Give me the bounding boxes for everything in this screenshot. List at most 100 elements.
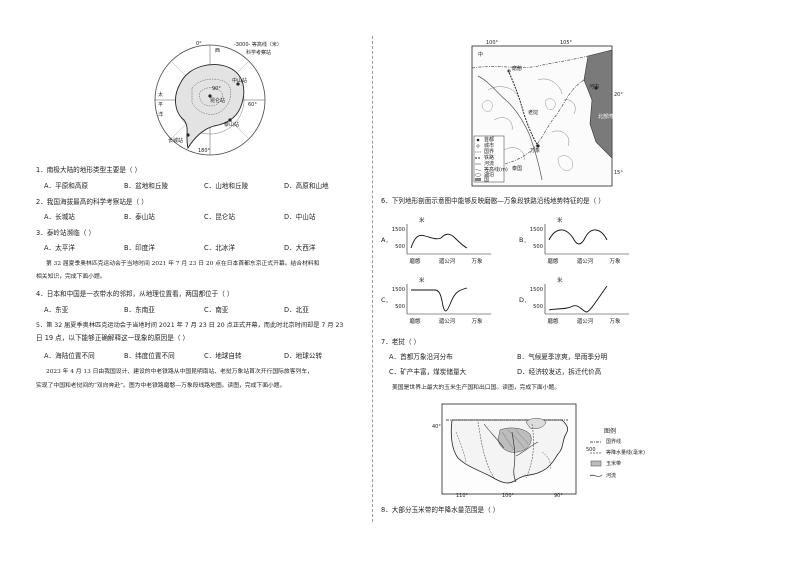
intro-corn: 美国是世界上最大的玉米生产国和出口国。读图，完成下面小题。 (392, 385, 561, 391)
laos-lat-15: 15° (614, 170, 623, 176)
laos-label-china: 中 (478, 52, 484, 58)
laos-lon-100: 100° (486, 40, 499, 46)
q4-option-d[interactable]: D．北亚 (284, 306, 309, 314)
q3-option-a[interactable]: A．太平洋 (44, 244, 75, 252)
q1-option-d[interactable]: D．高原和山地 (284, 182, 329, 190)
profile-letter: C． (381, 296, 392, 304)
intro-olympics-line-1: 第 32 届夏季奥林匹克运动会于当地时间 2021 年 7 月 23 日 20 … (46, 261, 320, 267)
laos-legend-border: 国界 (484, 149, 495, 155)
usa-legend-river: 河流 (606, 473, 617, 479)
q7-option-c[interactable]: C．矿产丰富，煤炭储量大 (389, 368, 467, 376)
q7-option-d[interactable]: D．经济较发达，拆迁代价高 (517, 368, 602, 376)
station-zhongshan-label: 中山站 (232, 78, 248, 84)
profile-xlabel-vientiane: 万象 (471, 317, 483, 325)
question-1: 1．南极大陆的地形类型主要是（ ） (36, 166, 142, 174)
q3-option-b[interactable]: B．印度洋 (124, 244, 155, 252)
profile-unit: 米 (419, 216, 425, 224)
question-1-options: A．平原和高原 B．盆地和丘陵 C．山地和丘陵 D．高原和山地 (44, 182, 364, 192)
station-kunlun-label: 昆仑站 (210, 98, 226, 104)
profile-ytick-high: 1500 (392, 287, 405, 293)
intro-railway-line-1: 2023 年 4 月 13 日由我国设计、建设的中老铁路从中国昆明南站、老挝万象… (46, 369, 313, 375)
question-3: 3．泰岭站濒临（ ） (36, 229, 96, 237)
intro-olympics-line-2: 相关知识，完成下面小题。 (36, 274, 106, 280)
question-2-options: A．长城站 B．泰山站 C．昆仑站 D．中山站 (44, 213, 364, 223)
question-3-options: A．太平洋 B．印度洋 C．北冰洋 D．大西洋 (44, 244, 364, 254)
q7-option-b[interactable]: B．气候夏季凉爽，旱雨季分明 (517, 353, 608, 361)
q2-option-a[interactable]: A．长城站 (44, 213, 75, 221)
q1-option-a[interactable]: A．平原和高原 (44, 182, 89, 190)
question-4-options: A．东亚 B．东南亚 C．南亚 D．北亚 (44, 306, 364, 316)
q2-option-d[interactable]: D．中山站 (284, 213, 316, 221)
profile-xlabel-mekong: 湄公河 (439, 317, 456, 325)
usa-map-legend: 图例 国界线 500 等降水量线(毫米) 玉米带 河流 (586, 428, 708, 488)
q1-option-c[interactable]: C．山地和丘陵 (204, 182, 249, 190)
q4-option-c[interactable]: C．南亚 (204, 306, 229, 314)
question-7-options-row-2: C．矿产丰富，煤炭储量大 D．经济较发达，拆迁代价高 (389, 368, 709, 378)
usa-lat-40: 40° (432, 424, 441, 430)
intro-railway-line-2: 实现了中国和老挝间的“双向奔赴”。图为中老铁路磨憨—万象段线路地图。读图，完成下… (36, 383, 286, 389)
q5-option-d[interactable]: D．地球公转 (284, 352, 323, 360)
usa-legend-border: 国界线 (606, 439, 622, 445)
antarctica-map: -3000- 等高线（米） 科学考察站 0° 180° 90° 60° 西 太 … (118, 40, 294, 158)
profile-ytick-high: 1500 (530, 287, 543, 293)
q5-option-c[interactable]: C．地球自转 (204, 352, 242, 360)
profile-xlabel-mohan: 磨憨 (409, 317, 421, 325)
profile-ytick-high: 1500 (392, 227, 405, 233)
q5-option-a[interactable]: A．海陆位置不同 (44, 352, 95, 360)
q7-option-a[interactable]: A．首都万象沿河分布 (389, 353, 453, 361)
question-6: 6．下列地形剖面示意图中能够反映磨憨—万象段铁路沿线地势特征的是（ ） (381, 197, 605, 205)
profile-chart-b[interactable]: B．米1500500磨憨湄公河万象 (519, 216, 649, 274)
profile-xlabel-mekong: 湄公河 (577, 257, 594, 265)
legend-station: 科学考察站 (246, 50, 272, 56)
column-divider (372, 36, 373, 522)
laos-label-gulf: 北部湾 (598, 114, 614, 120)
profile-ytick-low: 500 (395, 244, 405, 250)
q5-option-b[interactable]: B．纬度位置不同 (124, 352, 175, 360)
usa-lon-100: 100° (502, 493, 515, 499)
profile-chart-c[interactable]: C． 米 1500 500 磨憨 湄公河 万象 (381, 276, 511, 334)
q3-option-d[interactable]: D．大西洋 (284, 244, 316, 252)
laos-legend-contour: 等高线(m) (484, 167, 508, 173)
profile-xlabel-vientiane: 万象 (609, 317, 621, 325)
laos-railway-map: 100° 105° 20° 15° 中 磨憨 老挝 万象 泰国 河内 北部湾 首… (468, 40, 628, 190)
laos-label-mohan: 磨憨 (512, 66, 523, 72)
profile-chart-d[interactable]: D．米1500500磨憨湄公河万象 (519, 276, 649, 334)
q2-option-b[interactable]: B．泰山站 (124, 213, 155, 221)
laos-label-hanoi: 河内 (589, 84, 600, 90)
ocean-west-label: 西 (215, 48, 221, 54)
profile-curve (548, 229, 608, 245)
ocean-pacific-label-3: 洋 (158, 112, 164, 118)
station-taishan-label: 泰山站 (224, 122, 240, 128)
profile-curve (410, 233, 468, 249)
ocean-pacific-label-2: 平 (158, 102, 164, 108)
profile-ytick-low: 500 (395, 304, 405, 310)
profile-chart-a[interactable]: A．米1500500磨憨湄公河万象 (381, 216, 511, 274)
profile-ytick-low: 500 (533, 244, 543, 250)
usa-lon-110: 110° (456, 493, 469, 499)
laos-legend-city: 城市 (484, 143, 495, 149)
q3-option-c[interactable]: C．北冰洋 (204, 244, 235, 252)
usa-lon-90: 90° (554, 493, 563, 499)
legend-contour: -3000- 等高线（米） (234, 42, 282, 48)
profile-ytick-high: 1500 (530, 227, 543, 233)
q1-option-b[interactable]: B．盆地和丘陵 (124, 182, 169, 190)
laos-lat-20: 20° (614, 92, 623, 98)
question-5-options: A．海陆位置不同 B．纬度位置不同 C．地球自转 D．地球公转 (44, 352, 364, 362)
q4-option-b[interactable]: B．东南亚 (124, 306, 155, 314)
profile-unit: 米 (419, 276, 425, 284)
question-5-line-1: 5．第 32 届夏季奥林匹克运动会于当地时间 2021 年 7 月 23 日 2… (36, 322, 344, 329)
profile-xlabel-mohan: 磨憨 (547, 257, 559, 265)
q4-option-a[interactable]: A．东亚 (44, 306, 69, 314)
profile-curve (411, 287, 468, 312)
question-2: 2．我国海拔最高的科学考察站是（ ） (36, 198, 148, 206)
profile-xlabel-mohan: 磨憨 (547, 317, 559, 325)
profile-xlabel-mekong: 湄公河 (577, 317, 594, 325)
laos-label-thailand: 泰国 (512, 166, 523, 172)
laos-label-laos: 老挝 (528, 110, 539, 116)
laos-lon-105: 105° (560, 40, 573, 46)
q2-option-c[interactable]: C．昆仑站 (204, 213, 235, 221)
profile-letter: A． (381, 236, 392, 244)
profile-unit: 米 (557, 276, 563, 284)
